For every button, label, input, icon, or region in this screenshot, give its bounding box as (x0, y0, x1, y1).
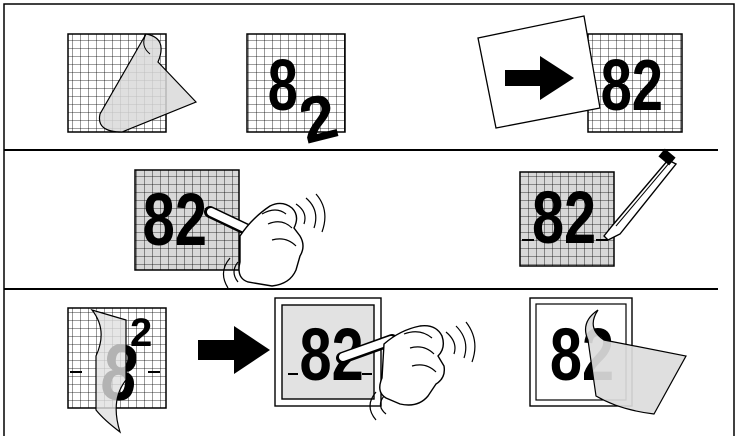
step-peel-carrier: 8 2 (68, 308, 166, 432)
top-digit: 8 (268, 46, 298, 126)
step-align-sheet: 82 (478, 16, 682, 132)
step-remove-film: 82 (530, 298, 686, 414)
step-rub-squeegee: 82 (135, 170, 325, 288)
hand-icon (239, 203, 303, 286)
step-digit-placement: 8 2 (247, 34, 345, 158)
step-final-rub: 82 (275, 298, 475, 420)
number-label: 82 (601, 45, 663, 125)
step-mark-position: 82 (520, 149, 676, 266)
arrow-icon (198, 326, 270, 374)
pen-icon (604, 149, 676, 240)
number-label: 82 (143, 179, 207, 262)
corner-digit: 2 (130, 311, 152, 355)
step-peel-backing (68, 34, 196, 132)
number-label: 82 (532, 177, 596, 260)
